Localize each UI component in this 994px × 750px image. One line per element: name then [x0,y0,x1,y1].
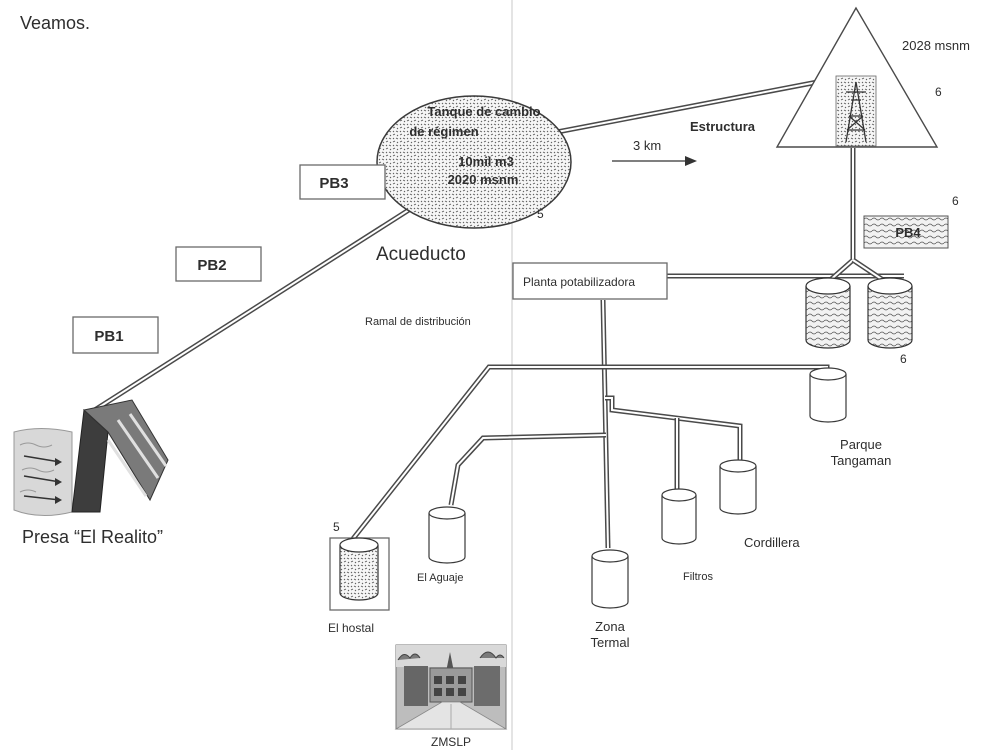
zmslp-label: ZMSLP [431,735,471,749]
aguaje-tank [428,506,466,564]
tank-label-line2: de régimen [409,124,478,139]
parque-tangaman-tank [809,367,847,423]
structure-altitude: 2028 msnm [902,38,970,53]
distribution-middle-pipe [605,395,743,463]
header-text: Veamos. [20,13,90,33]
cordillera-label: Cordillera [744,535,800,550]
aqueduct-label: Acueducto [376,244,466,265]
cordillera-tank [719,459,757,515]
plant-down-pipe [600,299,611,549]
distribution-branch-label: Ramal de distribución [365,316,471,328]
structure-number: 6 [935,85,942,99]
distance-arrow [612,156,697,166]
hostal-tank [339,537,379,601]
distribution-lower-pipe [448,432,607,506]
regime-change-tank [376,95,572,229]
tank-capacity: 10mil m3 [458,154,514,169]
pb2-label: PB2 [197,257,226,274]
twin-tanks-number: 6 [900,352,907,366]
hostal-number: 5 [333,520,340,534]
city-street-illustration [394,644,508,730]
pb3-box [299,164,386,200]
pb1-box [72,316,159,354]
aqueduct-main-pipe [88,196,428,416]
distribution-upper-pipe [350,364,830,542]
parque-label-2: Tangaman [831,453,892,468]
tank-label-line1: Tanque de cambio [427,104,540,119]
pb4-box [863,215,949,249]
transmission-tower-icon [845,81,867,143]
aqueduct-pipe-to-structure [556,77,829,135]
pb4-number: 6 [952,194,959,208]
zona-termal-label-2: Termal [590,635,629,650]
tank-altitude: 2020 msnm [448,172,519,187]
treatment-plant-box [512,262,668,300]
aguaje-label: El Aguaje [417,572,463,584]
tank-number: 5 [537,207,544,221]
parque-label-1: Parque [840,437,882,452]
distance-label: 3 km [633,138,661,153]
filtros-tank [661,488,697,545]
dam-label: Presa “El Realito” [22,527,163,547]
pb4-label: PB4 [895,225,921,240]
zona-termal-tank [591,549,629,609]
filtros-label: Filtros [683,571,713,583]
dam-icon [13,399,169,516]
structure-block [835,75,877,147]
hostal-label: El hostal [328,621,374,635]
pb1-label: PB1 [94,328,123,345]
twin-storage-tanks [805,277,913,349]
treatment-plant-label: Planta potabilizadora [523,275,635,289]
structure-label: Estructura [690,119,756,134]
zona-termal-label-1: Zona [595,619,625,634]
pb2-box [175,246,262,282]
pb3-label: PB3 [319,175,348,192]
